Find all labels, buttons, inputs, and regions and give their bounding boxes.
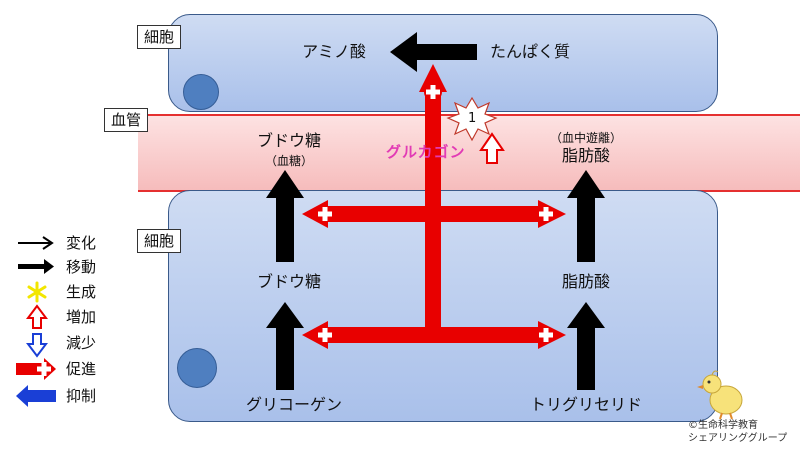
burst-number: 1: [468, 111, 477, 126]
lower-promote-arrows: [302, 321, 566, 349]
vessel-label: 血管: [104, 108, 149, 132]
upper-cell-label: 細胞: [137, 25, 182, 49]
legend-icons: [16, 236, 56, 407]
legend-label-decrease: 減少: [66, 334, 97, 352]
upper-cell-nucleus: [183, 74, 219, 110]
credit-line-2: シェアリンググループ: [688, 433, 788, 444]
upper-promote-arrows: [302, 200, 566, 228]
glucose-cell-label: ブドウ糖: [256, 272, 322, 291]
lower-cell-label: 細胞: [137, 229, 182, 253]
upper-cell: [168, 14, 718, 112]
triglyceride-to-fatty-acid-arrow: [567, 302, 605, 390]
lower-cell: [168, 190, 718, 422]
amino-acid-label: アミノ酸: [302, 42, 366, 61]
glucose-blood-sublabel: （血糖）: [264, 154, 314, 168]
glucose-cell-to-blood-arrow: [266, 170, 304, 262]
fatty-acid-cell-label: 脂肪酸: [561, 272, 611, 291]
protein-to-amino-acid-arrow: [390, 32, 477, 72]
legend-label-inhibit: 抑制: [66, 387, 97, 405]
fatty-acid-blood-sublabel: （血中遊離）: [549, 131, 623, 145]
glycogen-label: グリコーゲン: [245, 395, 343, 414]
credit-text: ©生命科学教育 シェアリンググループ: [688, 419, 787, 445]
legend-label-increase: 増加: [66, 308, 97, 326]
fatty-acid-blood-label: 脂肪酸: [561, 146, 611, 165]
glucose-blood-label: ブドウ糖: [256, 131, 322, 150]
glucagon-burst-marker: [446, 96, 498, 142]
protein-label: たんぱく質: [489, 42, 571, 61]
legend-label-generate: 生成: [66, 283, 97, 301]
fatty-acid-cell-to-blood-arrow: [567, 170, 605, 262]
lower-cell-nucleus: [177, 348, 217, 388]
legend-label-promote: 促進: [66, 360, 97, 378]
glucagon-trunk-arrow: [419, 64, 447, 335]
credit-line-1: ©生命科学教育: [688, 420, 758, 431]
legend-label-move: 移動: [66, 258, 97, 276]
glucagon-label: グルカゴン: [386, 143, 466, 161]
chick-mascot-icon: [697, 370, 743, 420]
triglyceride-label: トリグリセリド: [529, 395, 643, 414]
legend-label-change: 変化: [66, 234, 97, 252]
glycogen-to-glucose-arrow: [266, 302, 304, 390]
glucagon-increase-icon: [479, 132, 505, 164]
